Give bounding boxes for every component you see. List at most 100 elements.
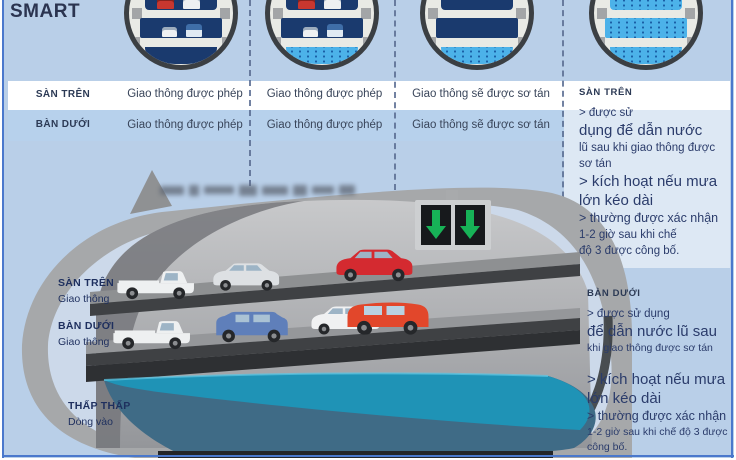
deck-support	[220, 8, 230, 19]
water-highlight	[103, 372, 549, 381]
table-cell: Giao thông được phép	[266, 119, 383, 131]
panel-line: > kích hoạt nếu mưa	[579, 173, 718, 190]
drainage-section-flooded	[610, 47, 682, 64]
panel-line: lũ sau khi giao thông được	[579, 142, 716, 154]
lower-deck-section	[140, 18, 222, 38]
column-separator	[249, 0, 251, 186]
silver-sedan	[213, 263, 280, 291]
label-title: THẤP THẤP	[68, 400, 131, 412]
table-cell: Giao thông được phép	[266, 88, 383, 100]
deck-support	[361, 8, 371, 19]
blue-suv	[216, 311, 288, 343]
deck-support	[132, 8, 142, 19]
table-cell: Giao thông được phép	[127, 88, 243, 100]
label-lowest-channel: THẤP THẤP Dòng vào	[68, 400, 131, 428]
car-icon	[298, 0, 315, 9]
table-cell: Giao thông được phép	[127, 119, 243, 131]
deck-support	[222, 37, 232, 48]
panel-heading: SÀN TRÊN	[579, 87, 633, 98]
label-upper-deck: SÀN TRÊN Giao thông	[58, 277, 114, 305]
panel-line: 1-2 giờ sau khi chế độ 3 được	[587, 426, 728, 438]
deck-support	[687, 37, 697, 48]
panel-line: dụng để dẫn nước	[579, 122, 703, 139]
right-panel-upper: SÀN TRÊN > được sử dụng để dẫn nước lũ s…	[579, 87, 731, 259]
deck-support	[595, 37, 605, 48]
upper-deck-section	[145, 0, 217, 10]
page-title: SMART	[10, 1, 81, 22]
tunnel-interior	[47, 203, 612, 448]
frame-border	[2, 0, 4, 458]
table-row-upper-band	[8, 81, 730, 110]
white-sedan	[311, 306, 379, 335]
car-icon	[303, 27, 318, 37]
label-title: BÀN DƯỚI	[58, 320, 115, 332]
mode-circle-4	[589, 0, 703, 70]
panel-line: lớn kéo dài	[579, 192, 654, 209]
panel-line: > thường được xác nhận	[587, 409, 727, 423]
redacted-watermark	[160, 181, 376, 199]
panel-line: khi giao thông được sơ tán	[587, 342, 713, 354]
lower-deck-section	[281, 18, 363, 38]
mode-circle-1	[124, 0, 238, 70]
panel-line: độ 3 được công bố.	[579, 245, 680, 257]
drainage-section-flooded	[286, 47, 358, 64]
column-separator	[562, 0, 564, 268]
table-cell: Giao thông sẽ được sơ tán	[412, 119, 550, 131]
car-icon	[157, 0, 174, 9]
red-sedan	[336, 249, 413, 282]
white-pickup	[113, 321, 190, 350]
drainage-section-flooded	[441, 47, 513, 64]
lower-deck-section	[436, 18, 518, 38]
panel-line: sơ tán	[579, 158, 612, 170]
deck-support	[363, 37, 373, 48]
car-icon	[183, 0, 200, 9]
tunnel-ceiling	[96, 199, 592, 448]
lower-deck-edge	[86, 318, 580, 366]
deck-support	[130, 37, 140, 48]
panel-line: để dẫn nước lũ sau	[587, 323, 717, 340]
deck-support	[428, 8, 438, 19]
label-desc: Giao thông	[58, 336, 110, 348]
panel-line: > được sử dụng	[587, 308, 670, 320]
right-panel-lower: BÀN DƯỚI > được sử dụng để dẫn nước lũ s…	[587, 288, 732, 455]
deck-support	[426, 37, 436, 48]
upper-deck-edge	[90, 264, 580, 316]
van-icon	[327, 24, 343, 37]
upper-deck-section-flooded	[610, 0, 682, 10]
mode-circle-3	[420, 0, 534, 70]
label-lower-deck: BÀN DƯỚI Giao thông	[58, 320, 114, 348]
frame-border	[731, 0, 733, 458]
panel-heading: BÀN DƯỚI	[587, 288, 641, 299]
red-van	[347, 302, 429, 335]
column-separator	[394, 0, 396, 190]
row-header-upper: SÀN TRÊN	[35, 89, 91, 100]
label-desc: Dòng vào	[68, 416, 113, 428]
panel-line: > thường được xác nhận	[579, 211, 719, 225]
panel-line: > kích hoạt nếu mưa	[587, 371, 726, 388]
mode-circle-2	[265, 0, 379, 70]
label-desc: Giao thông	[58, 293, 110, 305]
deck-support	[273, 8, 283, 19]
upper-deck-section	[441, 0, 513, 10]
lower-deck-surface	[86, 308, 580, 354]
upper-deck-section	[286, 0, 358, 10]
deck-support	[271, 37, 281, 48]
drainage-section	[145, 47, 217, 64]
water-top-face	[104, 373, 590, 430]
car-icon	[324, 0, 341, 9]
table-row-lower-band	[8, 110, 564, 141]
deck-support	[597, 8, 607, 19]
deck-support	[516, 8, 526, 19]
panel-line: công bố.	[587, 441, 628, 453]
label-title: SÀN TRÊN	[58, 277, 115, 289]
row-header-lower: BÀN DƯỚI	[35, 119, 91, 130]
frame-border	[2, 455, 734, 457]
van-icon	[186, 24, 202, 37]
lower-deck-section-flooded	[605, 18, 687, 38]
lane-sign-green-arrows	[415, 190, 491, 250]
car-icon	[162, 27, 177, 37]
water-front-face	[104, 373, 596, 458]
panel-line: > được sử	[579, 107, 633, 119]
